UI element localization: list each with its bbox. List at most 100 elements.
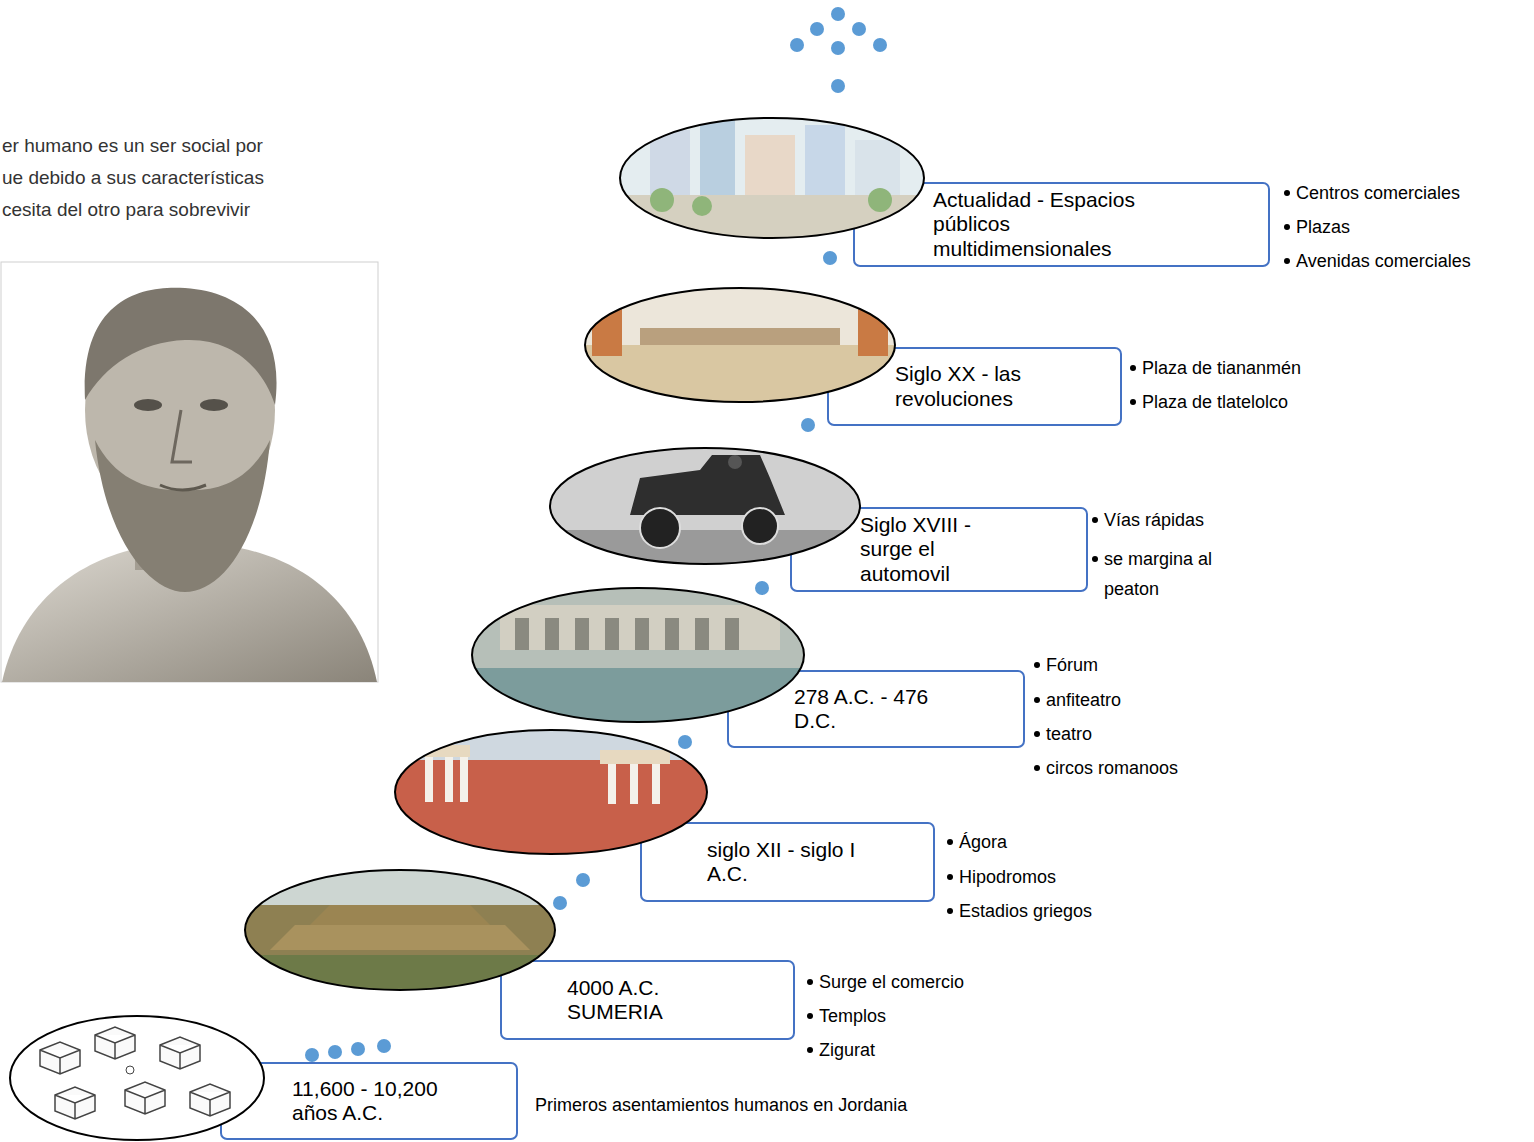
tree (692, 196, 712, 216)
arch (665, 618, 679, 650)
bullet-text: Zigurat (819, 1039, 875, 1061)
timeline-box: Siglo XX - las revoluciones (827, 347, 1122, 426)
arch (635, 618, 649, 650)
deco-dot (831, 7, 845, 21)
bullet-text: Surge el comercio (819, 971, 964, 993)
ground (580, 345, 900, 405)
aristotle-bust (1, 262, 378, 682)
deco-dot (801, 418, 815, 432)
hut (95, 1027, 135, 1059)
bullet-text: teatro (1046, 723, 1092, 745)
bullet-text: Estadios griegos (959, 900, 1092, 922)
note-text: Primeros asentamientos humanos en Jordan… (535, 1094, 907, 1116)
bullet-text: Plaza de tiananmén (1142, 357, 1301, 379)
bust-eye (134, 399, 162, 411)
bullet-dot (947, 908, 953, 914)
background (545, 445, 865, 570)
tree (650, 188, 674, 212)
note-text: er humano es un ser social por ue debido… (2, 130, 277, 226)
bust-nose (172, 410, 192, 462)
sky (580, 285, 900, 405)
oval-frame (585, 288, 895, 402)
modern-city-picture (615, 115, 930, 245)
ziggurat-step (310, 905, 490, 925)
label-item: se margina al peaton (1090, 544, 1254, 604)
bullet-dot (1092, 556, 1098, 562)
deco-dot (823, 251, 837, 265)
deco-dot (790, 38, 804, 52)
timeline-box: 11,600 - 10,200 años A.C. (220, 1062, 518, 1140)
arch (575, 618, 589, 650)
bullet-dot (947, 874, 953, 880)
ground (240, 905, 560, 995)
column (460, 757, 468, 802)
bust-hair (85, 288, 277, 405)
old-car-picture (545, 445, 865, 570)
label-item: Avenidas comerciales (1282, 250, 1471, 272)
hut (40, 1042, 80, 1074)
column (608, 764, 616, 804)
tower (858, 304, 888, 356)
period-label: Actualidad - Espacios públicos multidime… (933, 188, 1168, 260)
sky (390, 727, 712, 857)
deco-dot (755, 581, 769, 595)
label-item: Hipodromos (945, 866, 1056, 888)
column (630, 764, 638, 804)
label-item: er humano es un ser social por ue debido… (2, 130, 277, 226)
bullet-dot (1284, 190, 1290, 196)
oval-frame (620, 118, 924, 238)
tower (592, 308, 622, 356)
label-item: Centros comerciales (1282, 182, 1460, 204)
roof (420, 745, 470, 757)
hut (190, 1084, 230, 1116)
fields (240, 955, 560, 995)
timeline-box: 4000 A.C. SUMERIA (500, 960, 795, 1040)
timeline-box: 278 A.C. - 476 D.C. (727, 670, 1025, 748)
label-item: Templos (805, 1005, 886, 1027)
bullet-dot (1130, 399, 1136, 405)
bullet-text: Hipodromos (959, 866, 1056, 888)
bullet-dot (1284, 224, 1290, 230)
bullet-text: se margina al peaton (1104, 544, 1254, 604)
building (650, 130, 690, 200)
building (700, 120, 735, 200)
ground (615, 195, 930, 245)
background (468, 585, 808, 725)
portrait-frame (1, 262, 378, 682)
sky (240, 865, 560, 995)
background (8, 1014, 268, 1142)
period-label: 278 A.C. - 476 D.C. (794, 685, 954, 733)
arch (605, 618, 619, 650)
pool (468, 668, 808, 728)
deco-dot (305, 1048, 319, 1062)
label-item: Fórum (1032, 654, 1098, 676)
label-item: Ágora (945, 831, 1007, 853)
bullet-text: Ágora (959, 831, 1007, 853)
oval-frame (245, 870, 555, 990)
label-item: circos romanoos (1032, 757, 1178, 779)
arcade (500, 605, 780, 650)
label-item: Vías rápidas (1090, 509, 1204, 531)
crowd (390, 760, 712, 857)
tree (868, 188, 892, 212)
arch (515, 618, 529, 650)
deco-dot (553, 896, 567, 910)
period-label: 4000 A.C. SUMERIA (567, 976, 717, 1024)
oval-frame (10, 1016, 264, 1140)
hut (160, 1037, 200, 1069)
deco-dot (810, 22, 824, 36)
period-label: Siglo XVIII - surge el automovil (860, 513, 1010, 585)
car-body (630, 455, 785, 515)
hut (125, 1082, 165, 1114)
bullet-dot (807, 979, 813, 985)
bullet-text: Vías rápidas (1104, 509, 1204, 531)
deco-dot (678, 735, 692, 749)
deco-dot (328, 1045, 342, 1059)
bust-mouth (160, 485, 206, 490)
bullet-dot (1284, 258, 1290, 264)
arch (545, 618, 559, 650)
label-item: Plaza de tlatelolco (1128, 391, 1288, 413)
bust-eye (200, 399, 228, 411)
